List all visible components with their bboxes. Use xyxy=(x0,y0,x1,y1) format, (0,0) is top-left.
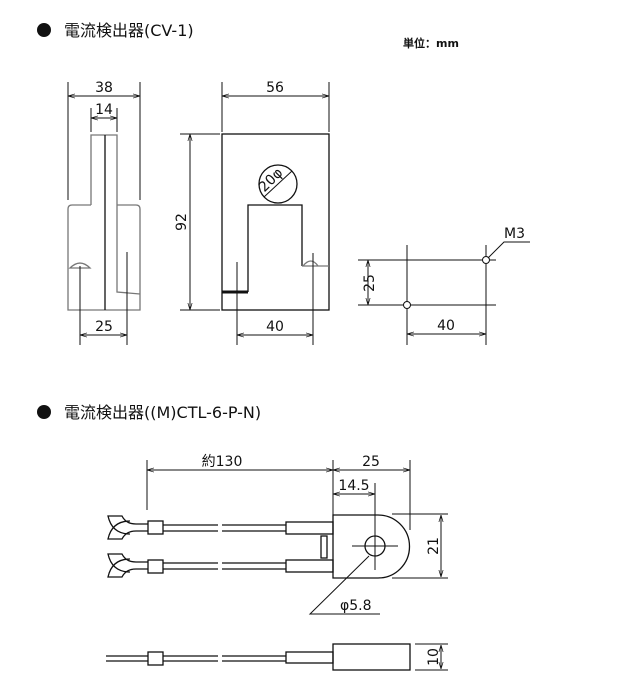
bullet-icon xyxy=(37,23,51,37)
ct-side-view: 10 xyxy=(106,643,448,671)
section2-title: 電流検出器((M)CTL-6-P-N) xyxy=(64,403,261,422)
slot-width-dim: 14 xyxy=(95,102,113,118)
bullet-icon xyxy=(37,405,51,419)
ct-top-view: 約130 25 14.5 21 φ5.8 xyxy=(107,454,448,615)
section1-title: 電流検出器(CV-1) xyxy=(64,21,194,40)
side-view: 38 14 25 xyxy=(67,80,141,345)
body-height-dim: 21 xyxy=(426,537,442,555)
unit-label: 単位：mm xyxy=(403,36,459,50)
front-view: 56 92 20φ 40 xyxy=(174,80,330,345)
front-height-dim: 92 xyxy=(174,213,190,231)
side-width-dim: 38 xyxy=(95,80,113,96)
front-width-dim: 56 xyxy=(266,80,284,96)
lead-length-dim: 約130 xyxy=(202,454,243,470)
body-length-dim: 25 xyxy=(362,454,380,470)
terminal-pitch-dim: 40 xyxy=(266,319,284,335)
base-pitch-dim: 25 xyxy=(95,319,113,335)
hole-offset-dim: 14.5 xyxy=(338,478,369,494)
mounting-hole-pattern: 25 40 M3 xyxy=(358,226,530,345)
thickness-dim: 10 xyxy=(426,648,442,666)
mount-horizontal-dim: 40 xyxy=(437,318,455,334)
hole-dia-dim: φ5.8 xyxy=(340,598,372,614)
screw-size-label: M3 xyxy=(504,226,525,242)
mount-vertical-dim: 25 xyxy=(362,274,378,292)
